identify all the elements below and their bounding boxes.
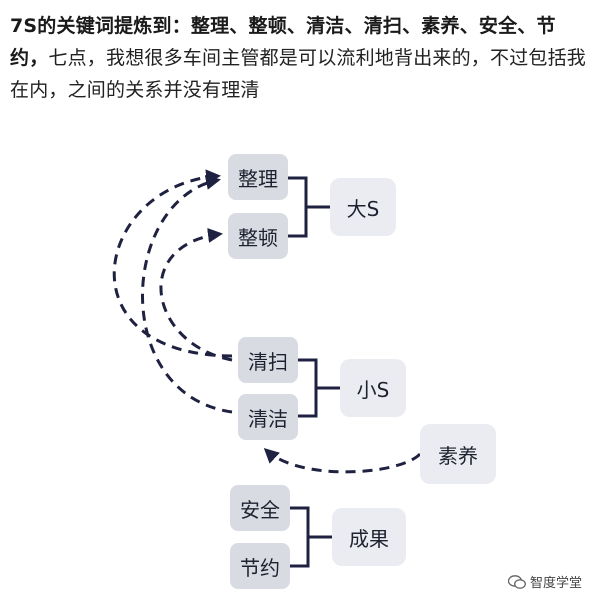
- watermark: 智度学堂: [507, 572, 582, 591]
- intro-rest-text: 七点，我想很多车间主管都是可以流利地背出来的，不过包括我在内，之间的关系并没有理…: [10, 47, 587, 101]
- node-jieyue: 节约: [230, 543, 290, 589]
- intro-bold-text: 7S的关键词提炼到：整理、整顿、清洁、清扫、素养、安全、节约，: [10, 15, 556, 69]
- arrow-qingsao-to-zhengdun: [159, 228, 233, 362]
- arrow-suyang-to-qingjie: [263, 447, 422, 474]
- node-zhengdun: 整顿: [228, 213, 288, 259]
- node-result: 成果: [332, 508, 406, 566]
- arrow-qingsao-to-zhengli: [112, 169, 233, 358]
- wechat-icon: [507, 574, 526, 589]
- bracket-small-s: [298, 358, 340, 418]
- node-anquan: 安全: [230, 485, 290, 531]
- node-qingjie: 清洁: [238, 394, 298, 440]
- node-big-s: 大S: [330, 178, 396, 236]
- watermark-text: 智度学堂: [529, 576, 582, 591]
- node-suyang: 素养: [420, 424, 496, 484]
- intro-paragraph: 7S的关键词提炼到：整理、整顿、清洁、清扫、素养、安全、节约，七点，我想很多车间…: [10, 10, 592, 106]
- bracket-result: [290, 506, 332, 568]
- node-zhengli: 整理: [228, 154, 288, 200]
- node-qingsao: 清扫: [238, 337, 298, 383]
- arrow-qingjie-to-zhengli: [141, 175, 233, 414]
- node-small-s: 小S: [340, 359, 406, 417]
- bracket-big-s: [288, 176, 330, 238]
